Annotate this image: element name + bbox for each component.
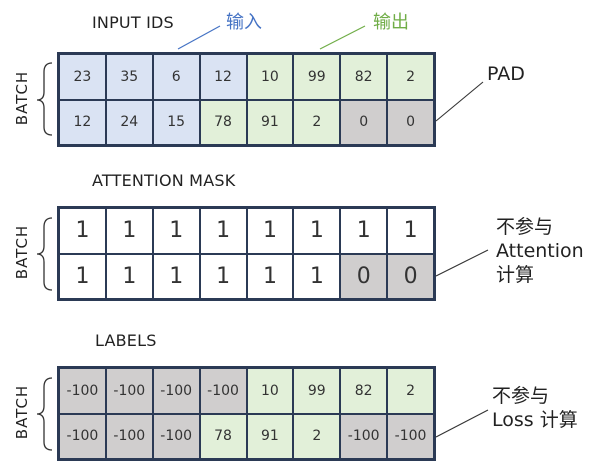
mask-note-line-3: 计算 [496,264,535,286]
attention-mask-cell: 1 [105,208,153,254]
input-ids-cell: 0 [387,99,434,145]
input-ids-cell: 15 [152,99,200,145]
attention-mask-title: ATTENTION MASK [92,171,236,190]
input-ids-cell: 6 [152,54,200,100]
attention-mask-cell: 0 [387,253,434,299]
batch-label-2: BATCH [13,224,31,280]
labels-grid-cell: -100 [152,413,200,459]
mask-callout-line [435,249,489,277]
labels-grid-cell: 82 [340,368,388,414]
loss-callout-line [435,409,489,438]
input-legend-pointer [177,25,221,50]
pad-label: PAD [487,63,525,85]
loss-note: 不参与 Loss 计算 [492,384,578,432]
attention-mask-cell: 0 [340,253,388,299]
labels-grid-cell: 99 [293,368,341,414]
labels-grid-cell: -100 [152,368,200,414]
loss-note-line-1: 不参与 [492,385,550,407]
batch-label-3: BATCH [13,384,31,440]
attention-mask-cell: 1 [105,253,153,299]
labels-grid-cell: -100 [387,413,434,459]
labels-grid-cell: -100 [59,413,106,459]
mask-note-line-2: Attention [496,240,584,262]
batch-brace-3 [36,377,53,451]
input-ids-cell: 2 [293,99,341,145]
input-ids-title: INPUT IDS [92,13,174,32]
mask-note: 不参与 Attention 计算 [496,215,584,287]
input-legend: 输入 [226,12,262,33]
input-ids-cell: 2 [387,54,434,100]
input-ids-cell: 91 [246,99,294,145]
labels-grid-cell: 2 [387,368,434,414]
output-legend: 输出 [373,12,409,33]
labels-title: LABELS [95,331,157,350]
labels-grid-cell: 2 [293,413,341,459]
labels-grid-cell: 78 [199,413,247,459]
attention-mask-cell: 1 [152,208,200,254]
input-ids-cell: 23 [59,54,106,100]
labels-grid-cell: -100 [340,413,388,459]
batch-brace-1 [36,62,53,136]
output-legend-pointer [319,25,366,50]
input-ids-cell: 35 [105,54,153,100]
input-ids-cell: 12 [199,54,247,100]
batch-brace-2 [36,217,53,291]
labels-grid-cell: -100 [59,368,106,414]
input-ids-cell: 0 [340,99,388,145]
attention-mask-cell: 1 [152,253,200,299]
labels-grid-cell: -100 [105,368,153,414]
labels-grid-cell: -100 [199,368,247,414]
labels-grid-cell: 91 [246,413,294,459]
input-ids-cell: 78 [199,99,247,145]
attention-mask-cell: 1 [199,253,247,299]
pad-callout-line [435,81,484,122]
input-ids-cell: 24 [105,99,153,145]
loss-note-line-2: Loss 计算 [492,409,578,431]
attention-mask-cell: 1 [246,253,294,299]
batch-label-1: BATCH [13,70,31,126]
input-ids-cell: 82 [340,54,388,100]
input-ids-cell: 12 [59,99,106,145]
attention-mask-cell: 1 [246,208,294,254]
mask-note-line-1: 不参与 [496,216,554,238]
attention-mask-cell: 1 [59,208,106,254]
attention-mask-cell: 1 [387,208,434,254]
attention-mask-cell: 1 [59,253,106,299]
attention-mask-cell: 1 [340,208,388,254]
labels-grid-cell: 10 [246,368,294,414]
input-ids-cell: 10 [246,54,294,100]
attention-mask-cell: 1 [199,208,247,254]
input-ids-cell: 99 [293,54,341,100]
labels-grid-cell: -100 [105,413,153,459]
attention-mask-cell: 1 [293,208,341,254]
attention-mask-cell: 1 [293,253,341,299]
